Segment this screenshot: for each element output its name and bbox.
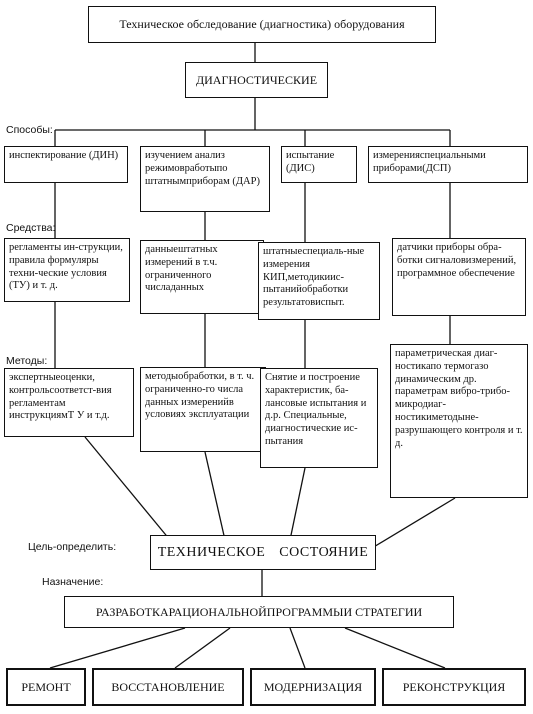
outcome-box-modernization: МОДЕРНИЗАЦИЯ [250,668,376,706]
strategy-box: РАЗРАБОТКАРАЦИОНАЛЬНОЙПРОГРАММЫИ СТРАТЕГ… [64,596,454,628]
label-methods: Методы: [6,355,48,367]
strategy-text: РАЗРАБОТКАРАЦИОНАЛЬНОЙПРОГРАММЫИ СТРАТЕГ… [95,604,423,619]
way-text: изучением анализ режимовработыпо штатным… [145,150,260,187]
connector-line [289,467,306,541]
connector-line [49,627,186,669]
connector-line [344,627,446,669]
connector-line [84,436,171,541]
way-text: измеренияспециальными приборами(ДСП) [373,150,486,174]
category-text: ДИАГНОСТИЧЕСКИЕ [195,72,318,87]
methods-text: методыобработки, в т. ч. ограниченно-го … [145,371,255,421]
way-box-dar: изучением анализ режимовработыпо штатным… [140,146,270,212]
means-text: данныештатных измерений в т.ч. ограничен… [145,244,218,294]
methods-text: параметрическая диаг-ностикапо термогазо… [395,348,523,449]
connector-line [289,627,306,669]
outcome-text: МОДЕРНИЗАЦИЯ [263,679,363,694]
connector-line [204,451,226,541]
outcome-box-restoration: ВОССТАНОВЛЕНИЕ [92,668,244,706]
methods-box-2: методыобработки, в т. ч. ограниченно-го … [140,367,266,452]
outcome-text: РЕМОНТ [21,679,71,694]
outcome-text: РЕКОНСТРУКЦИЯ [402,679,506,694]
methods-box-3: Снятие и построение характеристик, ба-ла… [260,368,378,468]
connector-line [174,627,231,669]
means-text: штатныеспециаль-ные измерения КИП,методи… [263,246,365,309]
means-box-4: датчики приборы обра-ботки сигналовизмер… [392,238,526,316]
title-text: Техническое обследование (диагностика) о… [119,17,405,32]
means-box-1: регламенты ин-струкции, правила формуляр… [4,238,130,302]
category-box: ДИАГНОСТИЧЕСКИЕ [185,62,328,98]
state-text: ТЕХНИЧЕСКОЕ СОСТОЯНИЕ [157,544,369,560]
state-box: ТЕХНИЧЕСКОЕ СОСТОЯНИЕ [150,535,376,570]
outcome-box-reconstruction: РЕКОНСТРУКЦИЯ [382,668,526,706]
label-goal: Цель-определить: [28,541,117,553]
label-ways: Способы: [6,124,53,136]
way-box-din: инспектирование (ДИН) [4,146,128,183]
methods-box-1: экспертныеоценки, контрольсоответст-вия … [4,368,134,437]
means-box-2: данныештатных измерений в т.ч. ограничен… [140,240,264,314]
means-text: регламенты ин-струкции, правила формуляр… [9,242,123,292]
outcome-text: ВОССТАНОВЛЕНИЕ [111,679,225,694]
methods-text: Снятие и построение характеристик, ба-ла… [265,372,367,447]
means-box-3: штатныеспециаль-ные измерения КИП,методи… [258,242,380,320]
methods-box-4: параметрическая диаг-ностикапо термогазо… [390,344,528,498]
label-means: Средства: [6,222,56,234]
way-text: испытание (ДИС) [286,150,335,174]
methods-text: экспертныеоценки, контрольсоответст-вия … [9,372,112,422]
outcome-box-repair: РЕМОНТ [6,668,86,706]
means-text: датчики приборы обра-ботки сигналовизмер… [397,242,517,279]
way-box-dsp: измеренияспециальными приборами(ДСП) [368,146,528,183]
title-box: Техническое обследование (диагностика) о… [88,6,436,43]
way-box-dis: испытание (ДИС) [281,146,357,183]
label-purpose: Назначение: [42,576,104,588]
way-text: инспектирование (ДИН) [9,150,119,161]
connector-line [371,497,456,549]
